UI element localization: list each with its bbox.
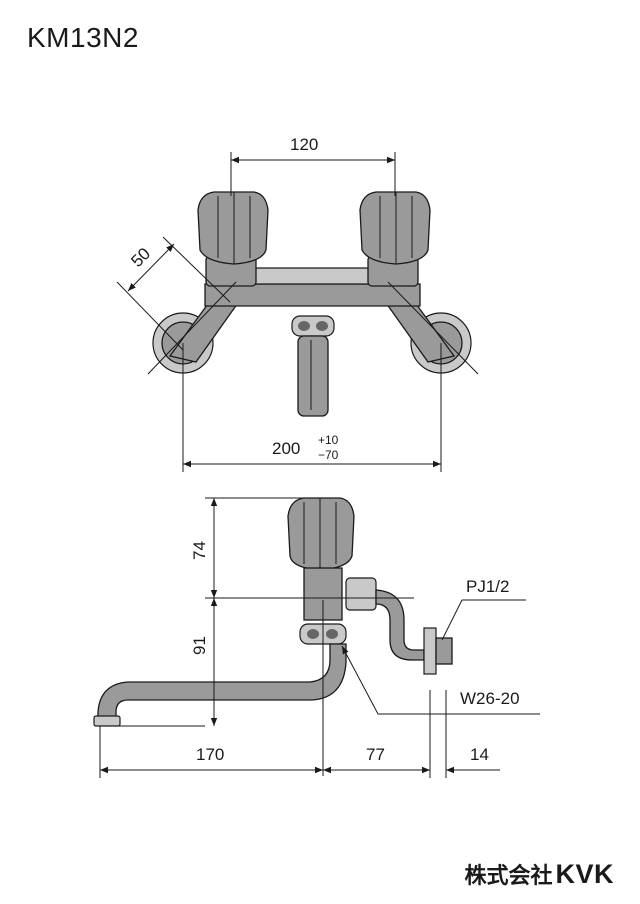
dim-50-label: 50	[127, 244, 154, 271]
elbow-pipe	[375, 589, 425, 661]
dim-14-label: 14	[470, 745, 489, 764]
dim-74-label: 74	[190, 541, 209, 560]
dim-170-label: 170	[196, 745, 224, 764]
wall-flange-side	[423, 627, 437, 675]
dim-200-tol-plus: +10	[318, 433, 339, 447]
dim-50-line	[127, 243, 175, 292]
kvk-logo-text: KVK	[555, 859, 614, 889]
left-handle	[197, 191, 269, 265]
dim-77-label: 77	[366, 745, 385, 764]
pj-label: PJ1/2	[466, 577, 509, 596]
dim-91-label: 91	[190, 636, 209, 655]
spout-tip	[93, 715, 121, 727]
top-view	[116, 152, 479, 472]
union-nut	[345, 577, 377, 611]
w26-label: W26-20	[460, 689, 520, 708]
company-text: 株式会社	[464, 863, 553, 888]
dim-200-tol-minus: −70	[318, 448, 339, 462]
w26-20-leader	[341, 645, 540, 715]
side-spout	[97, 643, 347, 723]
side-view	[93, 497, 540, 778]
inlet-thread	[435, 637, 453, 665]
body-upper	[254, 267, 373, 285]
side-handle	[287, 497, 355, 571]
horizontal-body	[204, 283, 421, 307]
dim-120-label: 120	[290, 135, 318, 154]
dim-200-label: 200	[272, 439, 300, 458]
spout-top	[297, 335, 329, 417]
product-code: KM13N2	[27, 22, 139, 53]
right-handle	[359, 191, 431, 265]
